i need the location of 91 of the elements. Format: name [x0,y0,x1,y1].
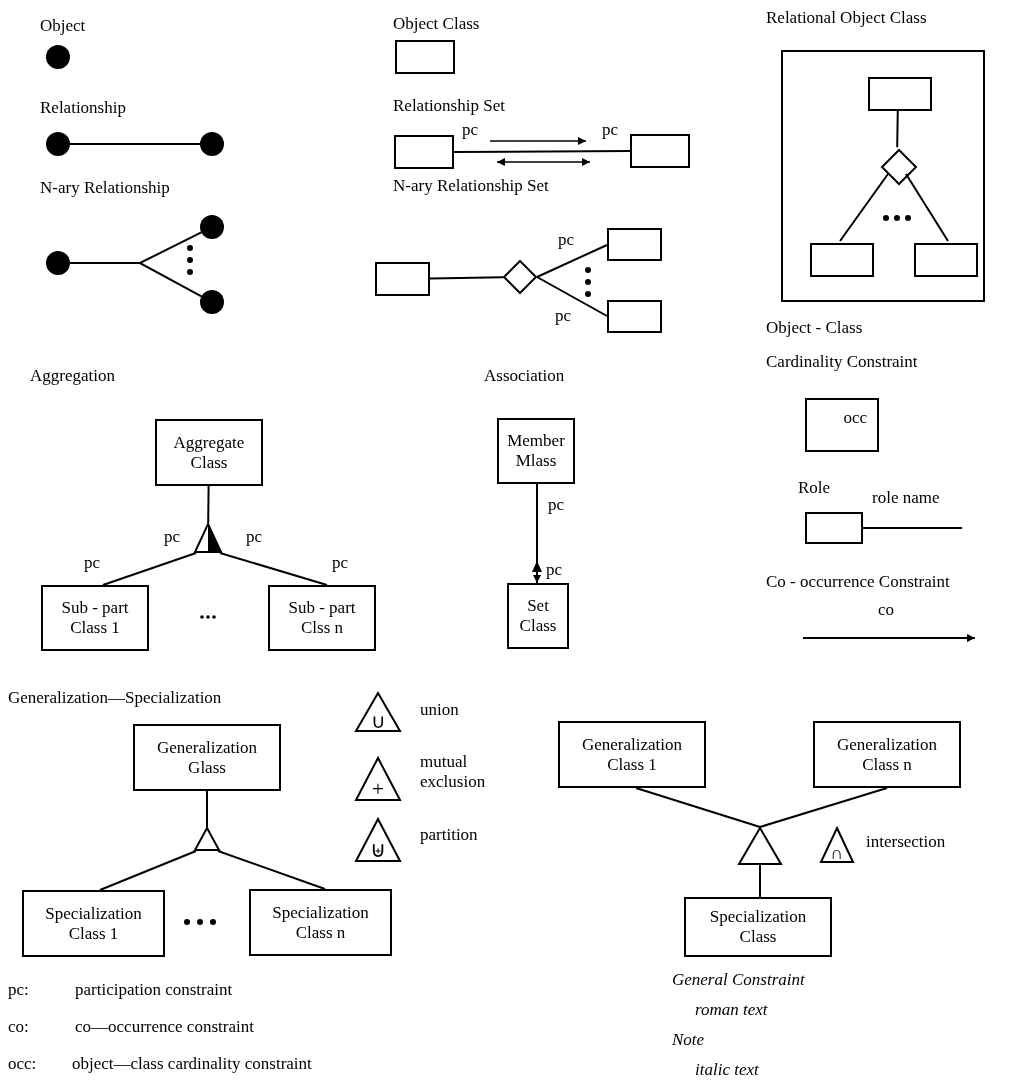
operator-triangle: + [355,757,401,801]
class-box: Generalization Class 1 [558,721,706,788]
class-box [375,262,430,296]
section-heading: Relational Object Class [766,8,927,28]
object-dot [200,290,224,314]
connector-line [759,864,761,898]
connector-line [206,790,208,828]
notation-label: Role [798,478,831,498]
connector-line [536,276,608,317]
notation-label: Relationship [40,98,126,118]
notation-label: Association [484,366,565,386]
connector-line [69,143,201,145]
notation-label: Object [40,16,86,36]
notation-label: Note [672,1030,705,1050]
class-box [630,134,690,168]
connector-line [759,787,888,828]
notation-label: Object - Class [766,318,863,338]
notation-label: pc [602,120,619,140]
relationship-diamond [503,260,537,294]
connector-line [207,485,210,524]
connector-line [99,850,197,891]
notation-label: co—occurrence constraint [75,1017,254,1037]
class-box [810,243,874,277]
notation-label: N-ary Relationship [40,178,170,198]
class-box: Set Class [507,583,569,649]
operator-caption: mutual exclusion [420,752,487,792]
notation-label: pc [546,560,563,580]
class-box: Sub - part Clss n [268,585,376,651]
object-dot [200,215,224,239]
notation-label: occ: [8,1054,37,1074]
constraint-triangle [738,827,782,865]
notation-label: N-ary Relationship Set [393,176,549,196]
class-box: Specialization Class [684,897,832,957]
notation-label: Generalization—Specialization [8,688,222,708]
object-dot [200,132,224,156]
class-box: occ [805,398,879,452]
connector-line [532,483,542,584]
class-box: Aggregate Class [155,419,263,486]
class-box [805,512,863,544]
operator-caption: partition [420,825,478,845]
object-dot [46,132,70,156]
connector-line [839,173,889,242]
connector-line [102,552,197,586]
notation-label: pc [462,120,479,140]
class-box: Member Mlass [497,418,575,484]
connector-line [69,262,203,298]
class-box: Specialization Class n [249,889,392,956]
class-box [395,40,455,74]
notation-label: italic text [695,1060,759,1080]
connector-line [635,787,761,828]
operator-triangle: ∩ [820,827,854,863]
class-box [394,135,454,169]
notation-label: Co - occurrence Constraint [766,572,950,592]
connector-line [862,527,963,529]
connector-line [429,276,505,280]
class-box: Generalization Glass [133,724,281,791]
notation-label: roman text [695,1000,768,1020]
notation-label: General Constraint [672,970,805,990]
operator-triangle: ∪ [355,692,401,732]
notation-label: Relationship Set [393,96,505,116]
operator-caption: intersection [866,832,946,852]
class-box: Sub - part Class 1 [41,585,149,651]
class-box: Generalization Class n [813,721,961,788]
connector-line [905,173,949,242]
operator-caption: union [420,700,459,720]
notation-label: object—class cardinality constraint [72,1054,312,1074]
connector-line [536,244,608,278]
class-box [868,77,932,111]
constraint-triangle [194,523,222,553]
class-box [607,228,662,261]
class-box: Specialization Class 1 [22,890,165,957]
notation-label: Object Class [393,14,480,34]
notation-label: pc: [8,980,29,1000]
class-box [914,243,978,277]
object-dot [46,45,70,69]
constraint-triangle [194,827,220,851]
object-dot [46,251,70,275]
connector-line [453,150,631,153]
relationship-diamond [881,149,917,185]
connector-line [896,108,899,149]
notation-label: co: [8,1017,29,1037]
notation-label: Aggregation [30,366,115,386]
connector-line [217,850,326,890]
class-box [607,300,662,333]
notation-label: pc [164,527,181,547]
notation-label: co [878,600,895,620]
notation-label: participation constraint [75,980,233,1000]
notation-label: Cardinality Constraint [766,352,918,372]
operator-triangle: ⊎ [355,818,401,862]
notation-label: pc [246,527,263,547]
connector-line [219,552,328,586]
